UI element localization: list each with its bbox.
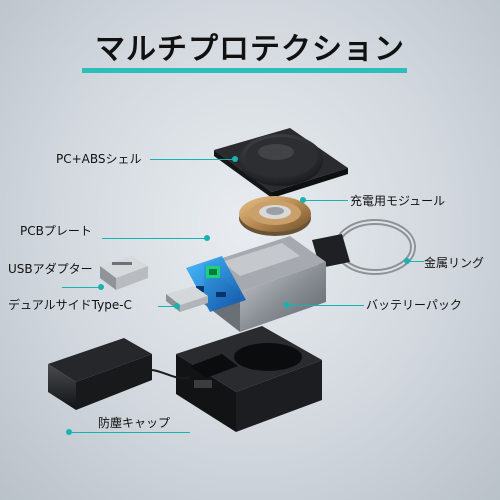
shell-part <box>214 128 348 198</box>
title-underline <box>82 68 407 73</box>
charging-module-part <box>239 196 311 236</box>
dust-cap-part <box>48 338 191 410</box>
label-dual-side-typec: デュアルサイドType-C <box>8 298 132 312</box>
label-metal-ring: 金属リング <box>424 256 485 270</box>
pcb-plate-part <box>186 256 246 312</box>
callout-line-ring <box>408 261 424 262</box>
callout-dot-shell <box>232 156 238 162</box>
callout-line-pcb <box>102 238 206 239</box>
callout-dot-battery <box>284 302 290 308</box>
page-title: マルチプロテクション <box>95 32 405 67</box>
label-shell: PC+ABSシェル <box>56 152 142 166</box>
callout-line-battery <box>288 305 364 306</box>
usb-adapter-part <box>100 256 148 290</box>
label-pcb-plate: PCBプレート <box>20 224 92 238</box>
label-dust-cap: 防塵キャップ <box>98 416 171 430</box>
callout-dot-charging-module <box>300 197 306 203</box>
label-charging-module: 充電用モジュール <box>350 194 446 208</box>
label-usb-adapter: USBアダプター <box>8 262 93 276</box>
callout-line-usb <box>62 287 100 288</box>
callout-dot-usb <box>98 284 104 290</box>
battery-pack-part <box>176 326 322 432</box>
callout-line-dust-cap <box>68 432 190 433</box>
metal-ring-part <box>312 219 416 275</box>
callout-dot-ring <box>404 258 410 264</box>
callout-line-typec <box>158 306 176 307</box>
callout-line-shell <box>150 159 234 160</box>
callout-dot-dust-cap <box>66 429 72 435</box>
callout-dot-typec <box>174 303 180 309</box>
callout-dot-pcb <box>204 235 210 241</box>
label-battery-pack: バッテリーパック <box>366 298 462 312</box>
callout-line-charging-module <box>304 200 348 201</box>
